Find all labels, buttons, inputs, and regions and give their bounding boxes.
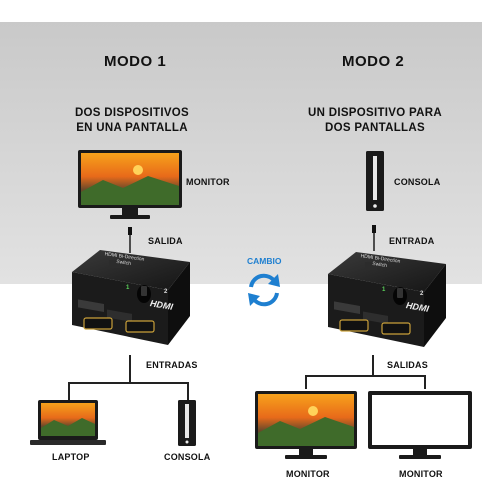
mode2-outputs-branch <box>305 375 425 377</box>
switch-port-2-label: 2 <box>420 291 424 297</box>
mode2-description: UN DISPOSITIVO PARA DOS PANTALLAS <box>305 106 445 136</box>
mode1-description: DOS DISPOSITIVOS EN UNA PANTALLA <box>62 106 202 136</box>
cable-plug-icon <box>128 227 132 253</box>
hdmi-switch-device <box>72 250 190 345</box>
mode2-input-label: ENTRADA <box>389 236 435 246</box>
hdmi-switch-device <box>328 252 446 347</box>
mode2-monitor2-label: MONITOR <box>399 469 443 479</box>
mode1-inputs-branch <box>68 382 188 384</box>
mode1-console-label: CONSOLA <box>164 452 211 462</box>
mode1-title: MODO 1 <box>104 53 167 70</box>
mode2-monitor2-drop <box>424 375 426 389</box>
mode1-laptop-drop <box>68 382 70 400</box>
monitor-icon <box>255 391 357 459</box>
mode1-description-line1: DOS DISPOSITIVOS <box>74 107 190 119</box>
mode1-console-drop <box>187 382 189 400</box>
console-icon <box>366 151 384 211</box>
mode2-monitor1-drop <box>305 375 307 389</box>
mode2-outputs-stem <box>372 355 374 376</box>
switch-port-2-label: 2 <box>164 289 168 295</box>
mode2-description-line2: DOS PANTALLAS <box>325 122 425 134</box>
mode2-outputs-label: SALIDAS <box>387 360 428 370</box>
mode1-laptop-label: LAPTOP <box>52 452 90 462</box>
console-icon <box>178 400 196 446</box>
mode1-inputs-stem <box>129 355 131 383</box>
mode1-monitor-label: MONITOR <box>186 177 230 187</box>
switch-port-1-label: 1 <box>382 287 386 293</box>
mode2-monitor1-label: MONITOR <box>286 469 330 479</box>
mode1-inputs-label: ENTRADAS <box>146 360 198 370</box>
mode2-console-label: CONSOLA <box>394 177 441 187</box>
mode1-description-line2: EN UNA PANTALLA <box>76 122 188 134</box>
mode2-description-line1: UN DISPOSITIVO PARA <box>308 107 442 119</box>
mode1-output-label: SALIDA <box>148 236 183 246</box>
monitor-icon <box>78 150 182 219</box>
cable-plug-icon <box>372 225 376 251</box>
monitor-icon <box>368 391 472 459</box>
laptop-icon <box>30 400 106 445</box>
cambio-label: CAMBIO <box>247 256 282 266</box>
switch-port-1-label: 1 <box>126 285 130 291</box>
swap-arrows-icon <box>248 273 280 307</box>
mode2-title: MODO 2 <box>342 53 405 70</box>
